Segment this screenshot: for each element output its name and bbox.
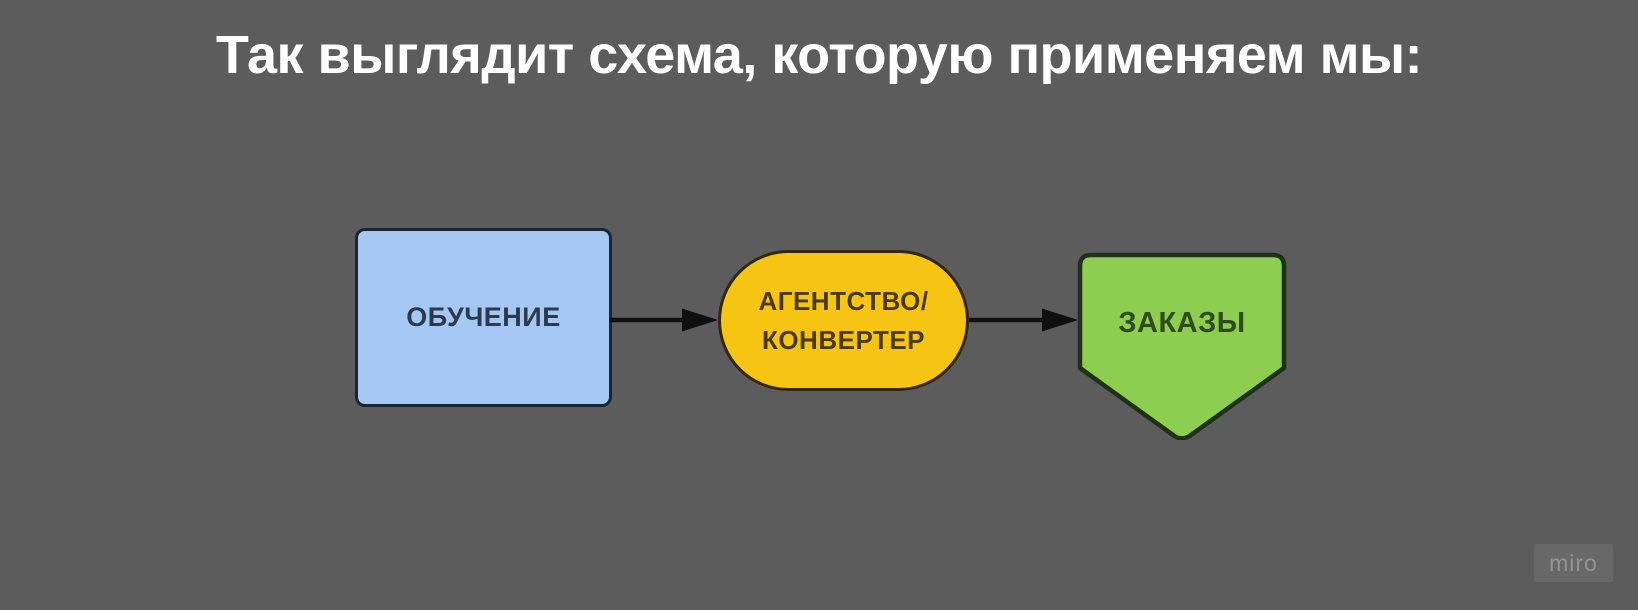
- miro-logo: miro: [1549, 549, 1598, 576]
- diagram-title: Так выглядит схема, которую применяем мы…: [215, 25, 1423, 85]
- node-agency-converter[interactable]: АГЕНТСТВО/ КОНВЕРТЕР: [718, 250, 969, 391]
- node-orders[interactable]: [1077, 252, 1287, 440]
- pentagon-down-shape: [1077, 252, 1287, 440]
- node-orders-label-wrap: ЗАКАЗЫ: [1077, 252, 1287, 395]
- node-orders-label: ЗАКАЗЫ: [1118, 307, 1246, 339]
- arrowhead-icon: [1042, 308, 1078, 332]
- node-agency-label-line2: КОНВЕРТЕР: [761, 324, 926, 355]
- node-training[interactable]: ОБУЧЕНИЕ: [355, 228, 612, 407]
- node-agency-converter-label: АГЕНТСТВО/ КОНВЕРТЕР: [758, 282, 928, 360]
- connector-arrow-training-to-agency[interactable]: [608, 300, 720, 340]
- arrowhead-icon: [682, 308, 718, 332]
- connector-arrow-agency-to-orders[interactable]: [968, 300, 1080, 340]
- node-agency-label-line1: АГЕНТСТВО/: [758, 285, 929, 316]
- node-training-label: ОБУЧЕНИЕ: [406, 302, 561, 332]
- miro-watermark: miro: [1534, 544, 1613, 582]
